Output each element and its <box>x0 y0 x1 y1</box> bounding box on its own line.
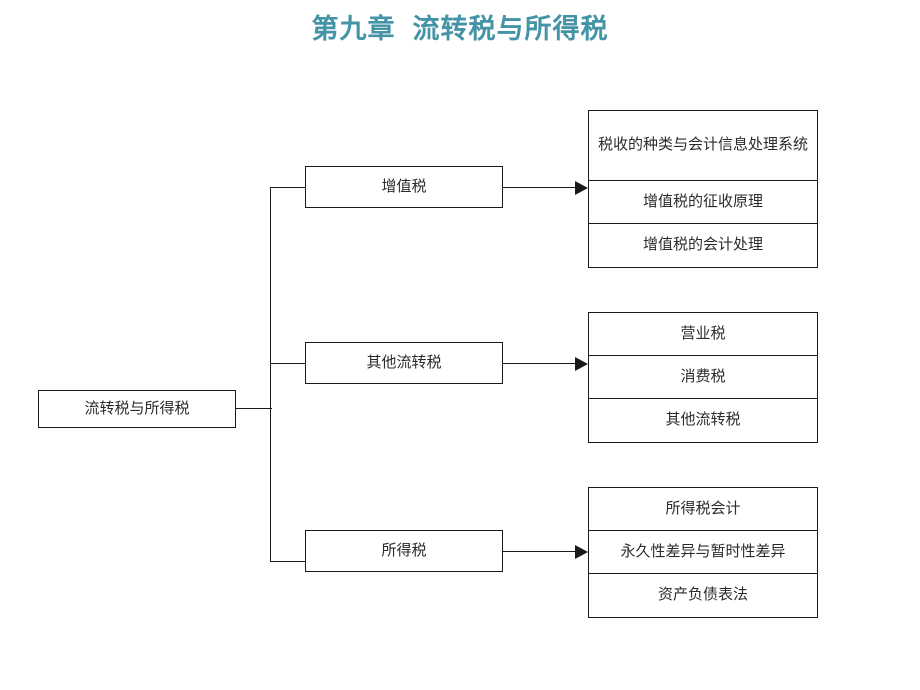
connector-branch-3-to-group-3 <box>503 551 576 553</box>
arrow-head-icon-group-2 <box>575 357 588 371</box>
list-item[interactable]: 营业税 <box>589 313 817 356</box>
node-branch-3[interactable]: 所得税 <box>305 530 503 572</box>
group-branch-3-items: 所得税会计 永久性差异与暂时性差异 资产负债表法 <box>588 487 818 618</box>
connector-trunk-to-branch-3 <box>270 561 305 563</box>
list-item[interactable]: 资产负债表法 <box>657 587 748 603</box>
group-branch-1-items: 税收的种类与会计信息处理系统 增值税的征收原理 增值税的会计处理 <box>588 110 818 268</box>
connector-trunk-to-branch-1 <box>270 187 305 189</box>
connector-root-to-trunk <box>236 408 272 410</box>
connector-branch-1-to-group-1 <box>503 187 576 189</box>
list-item[interactable]: 所得税会计 <box>589 488 817 531</box>
page-title: 第九章 流转税与所得税 <box>311 14 609 44</box>
list-item[interactable]: 消费税 <box>589 356 817 399</box>
list-item[interactable]: 增值税的会计处理 <box>642 237 763 253</box>
arrow-head-icon-group-3 <box>575 545 588 559</box>
group-branch-2-items: 营业税 消费税 其他流转税 <box>588 312 818 443</box>
node-root[interactable]: 流转税与所得税 <box>38 390 236 428</box>
node-branch-2[interactable]: 其他流转税 <box>305 342 503 384</box>
list-item[interactable]: 税收的种类与会计信息处理系统 <box>589 111 817 181</box>
connector-trunk-vertical <box>270 187 272 562</box>
node-branch-1[interactable]: 增值税 <box>305 166 503 208</box>
list-item[interactable]: 永久性差异与暂时性差异 <box>589 531 817 574</box>
arrow-head-icon-group-1 <box>575 181 588 195</box>
list-item[interactable]: 其他流转税 <box>665 412 741 428</box>
connector-branch-2-to-group-2 <box>503 363 576 365</box>
list-item[interactable]: 增值税的征收原理 <box>589 181 817 224</box>
connector-trunk-to-branch-2 <box>270 363 305 365</box>
